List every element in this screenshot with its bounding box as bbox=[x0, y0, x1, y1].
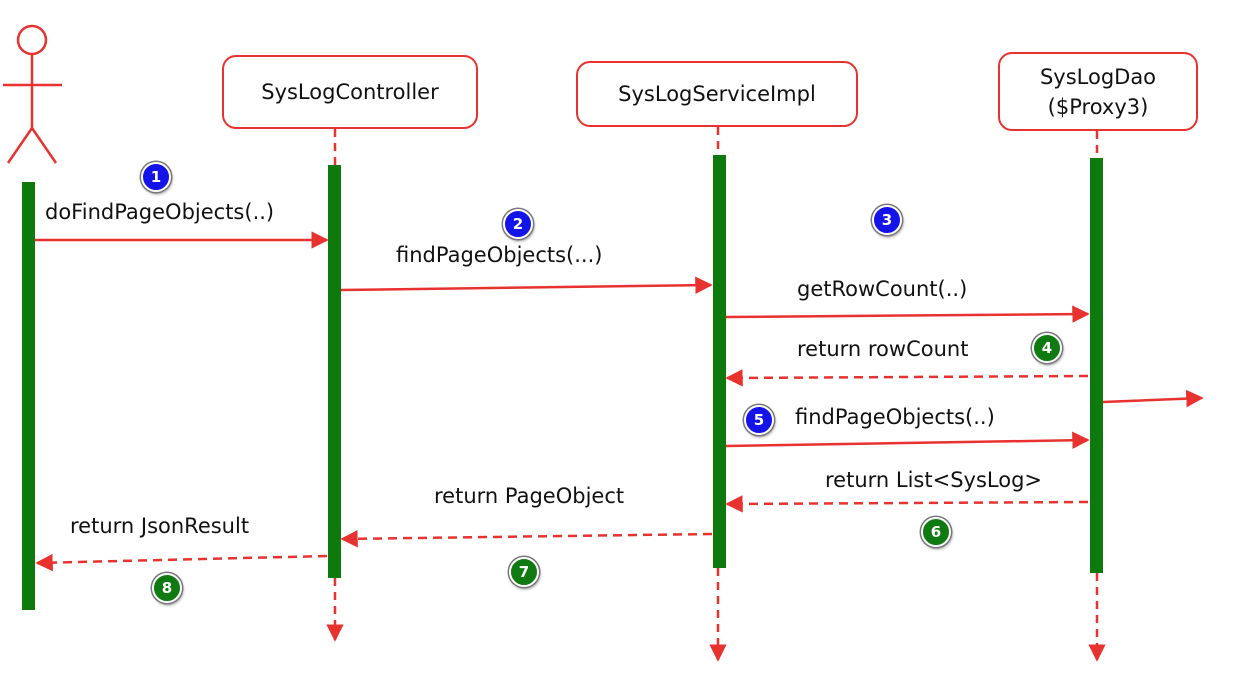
label-m4: return rowCount bbox=[797, 337, 969, 361]
arrow-return-list bbox=[725, 495, 1089, 513]
label-m5: findPageObjects(..) bbox=[795, 405, 995, 429]
arrow-find-page-objects bbox=[340, 276, 713, 294]
label-m2: findPageObjects(...) bbox=[396, 243, 603, 267]
arrow-find-page-objects-dao bbox=[725, 431, 1090, 450]
step-badge-4: 4 bbox=[1032, 333, 1062, 363]
participant-controller: SysLogController bbox=[222, 55, 478, 129]
step-badge-2: 2 bbox=[503, 209, 533, 239]
step-badge-5: 5 bbox=[744, 405, 774, 435]
step-badge-1: 1 bbox=[141, 162, 171, 192]
label-m8: return JsonResult bbox=[70, 514, 250, 538]
label-m1: doFindPageObjects(..) bbox=[45, 200, 275, 224]
service-activation-bar bbox=[713, 155, 726, 568]
step-badge-8: 8 bbox=[152, 573, 182, 603]
arrow-return-json-result bbox=[35, 553, 328, 572]
step-badge-7: 7 bbox=[509, 557, 539, 587]
step-badge-3: 3 bbox=[872, 205, 902, 235]
label-m3: getRowCount(..) bbox=[797, 277, 968, 301]
participant-service: SysLogServiceImpl bbox=[576, 61, 858, 127]
actor-icon bbox=[3, 24, 62, 164]
arrow-outgoing bbox=[1102, 389, 1204, 408]
actor-activation-bar bbox=[22, 182, 35, 610]
arrow-return-page-object bbox=[340, 530, 713, 548]
dao-activation-bar bbox=[1090, 158, 1103, 573]
step-badge-6: 6 bbox=[921, 517, 951, 547]
participant-dao: SysLogDao ($Proxy3) bbox=[998, 52, 1198, 131]
label-m6: return List<SysLog> bbox=[825, 468, 1042, 492]
controller-activation-bar bbox=[328, 165, 341, 578]
arrow-get-row-count bbox=[725, 305, 1090, 323]
arrow-return-row-count bbox=[725, 369, 1089, 387]
label-m7: return PageObject bbox=[434, 484, 625, 508]
